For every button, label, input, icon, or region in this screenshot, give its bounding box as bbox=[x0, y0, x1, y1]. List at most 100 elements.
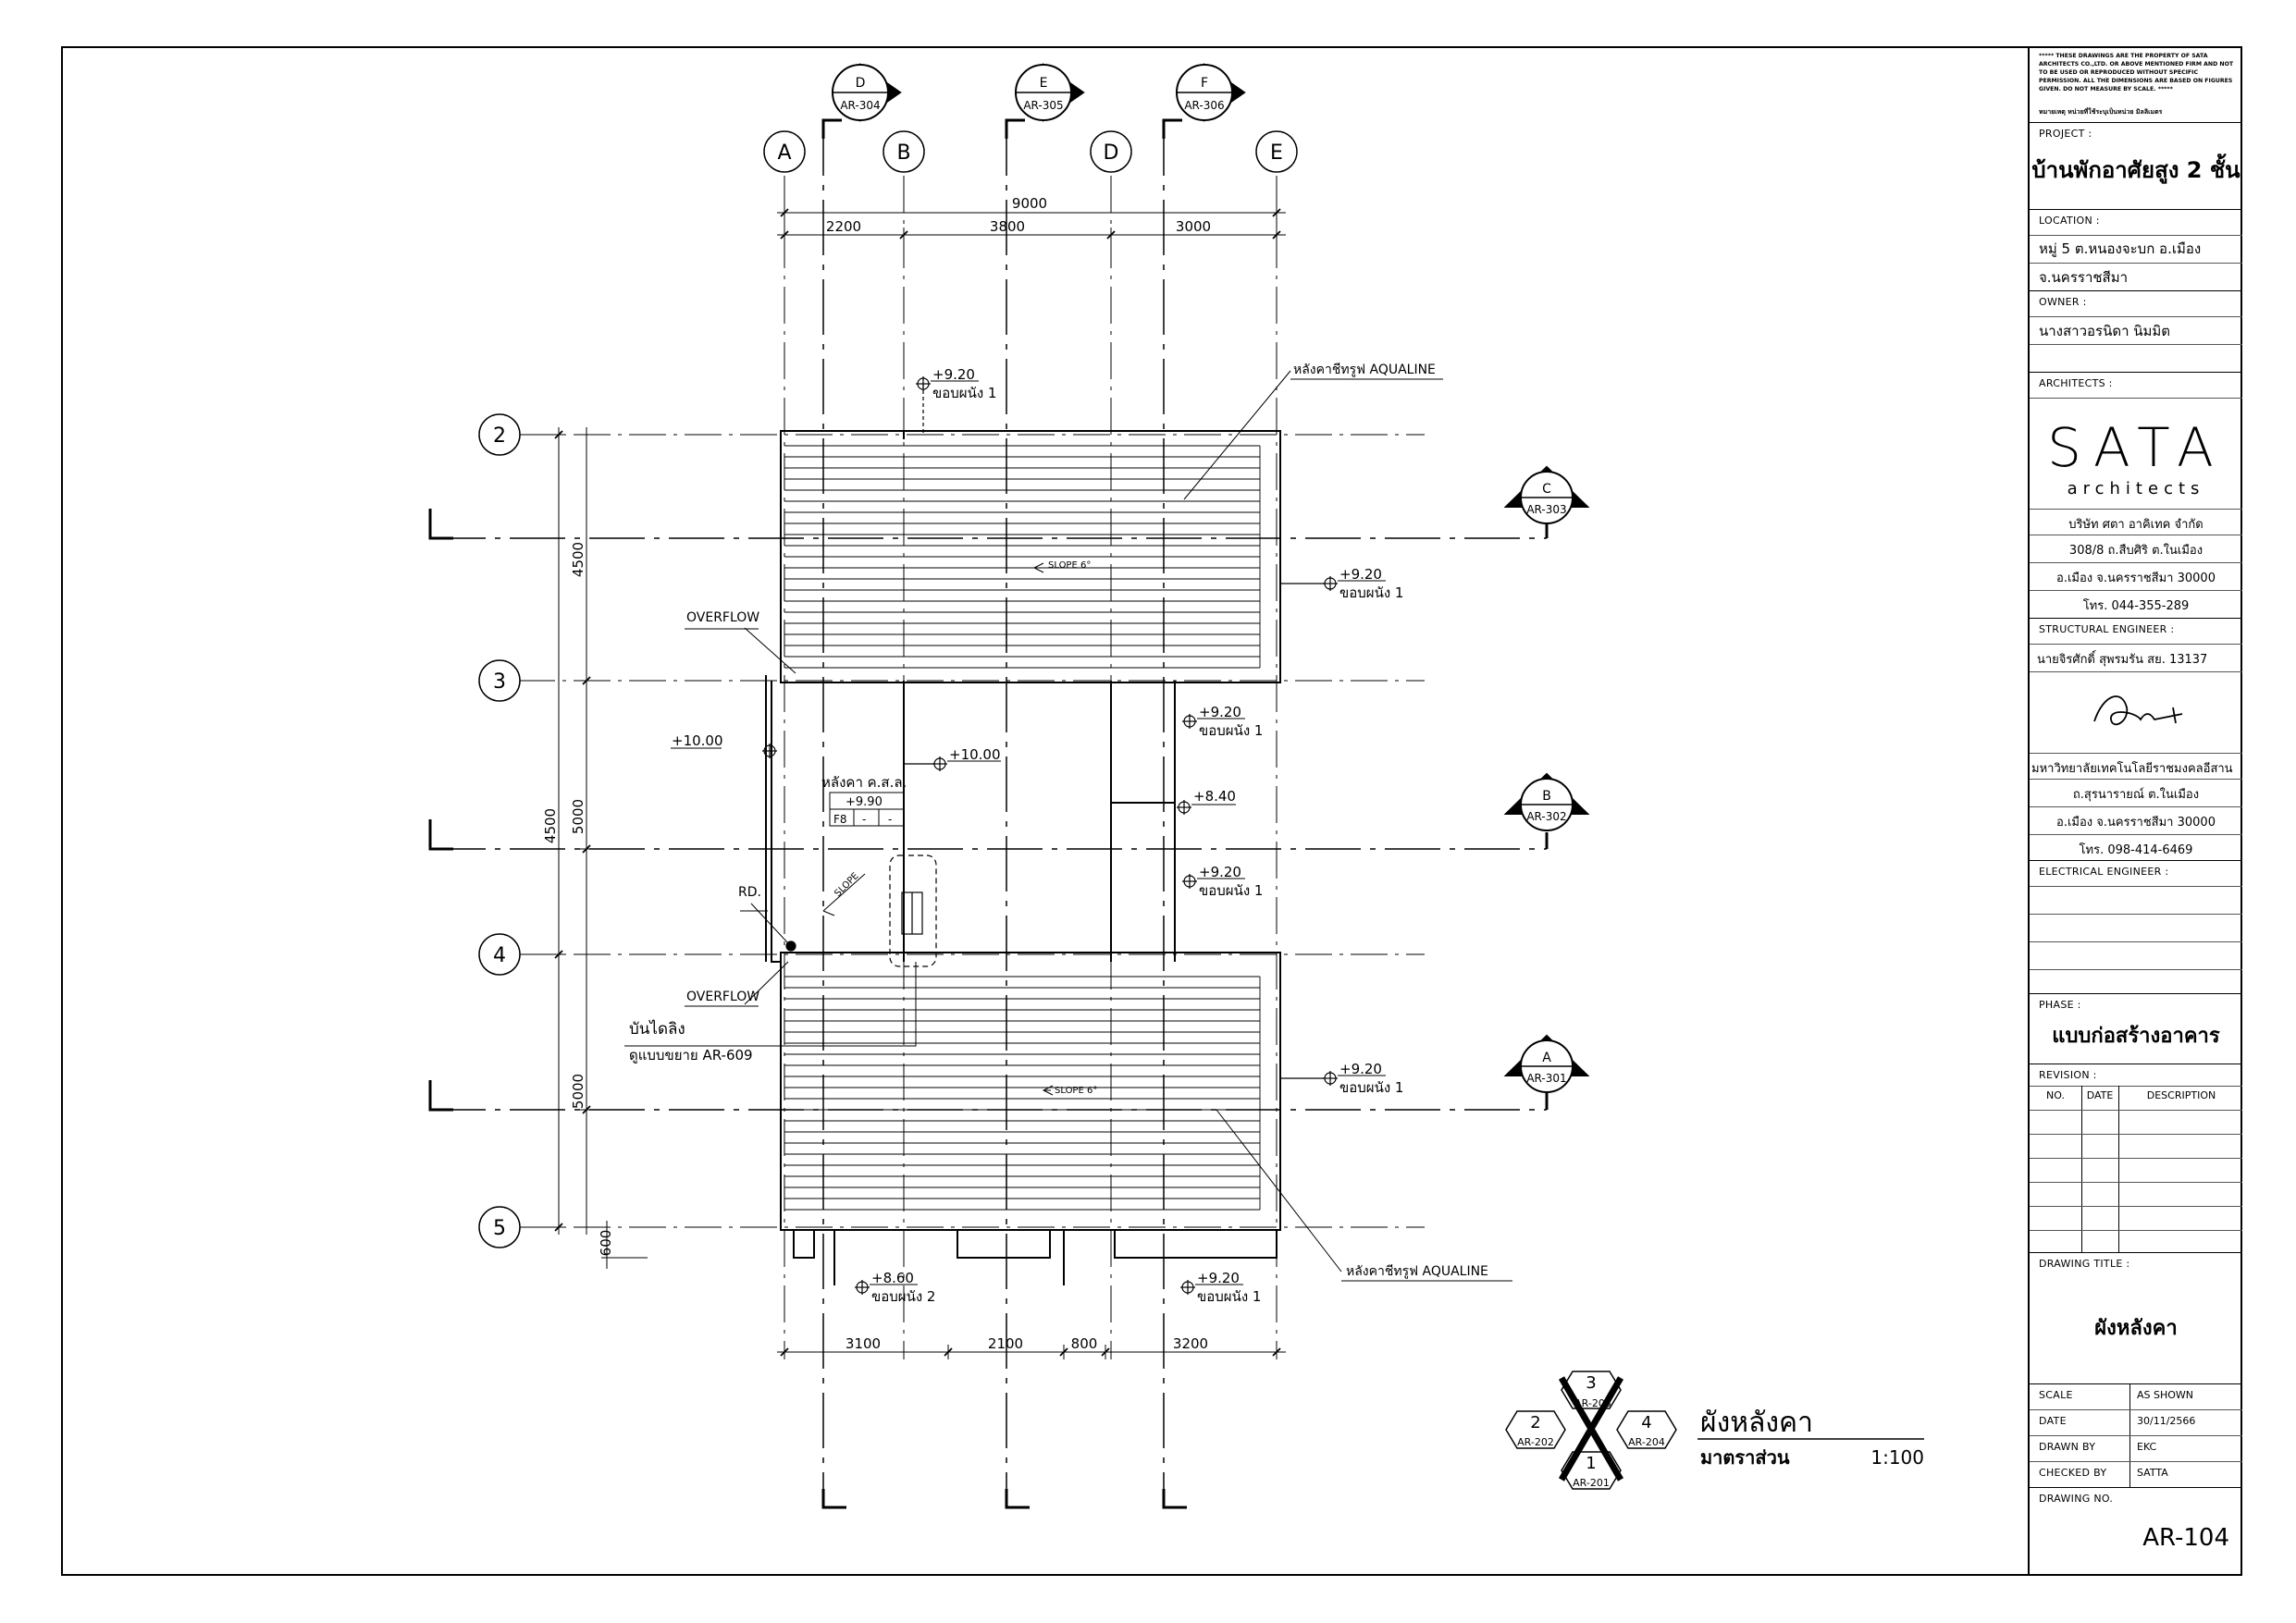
key-plan-4-ref: AR-204 bbox=[1628, 1436, 1665, 1448]
roof-sheet-lines-top bbox=[784, 445, 1261, 669]
grid-label-d: D bbox=[1104, 141, 1119, 165]
engineer-signature bbox=[2093, 695, 2183, 726]
location-label: LOCATION : bbox=[2039, 215, 2100, 227]
dim-left-outer-2: 4500 bbox=[542, 808, 559, 843]
scale-value: AS SHOWN bbox=[2137, 1389, 2194, 1401]
key-plan-2: 2 bbox=[1530, 1413, 1540, 1432]
wall-edge-a: ขอบผนัง 1 bbox=[932, 385, 996, 401]
section-right-a-ref: AR-301 bbox=[1526, 1072, 1566, 1085]
grid-label-3: 3 bbox=[493, 670, 506, 694]
grid-label-2: 2 bbox=[493, 424, 506, 448]
dim-bottom-4: 3200 bbox=[1173, 1335, 1208, 1352]
concrete-roof-tag bbox=[829, 792, 905, 827]
location-line-2: จ.นครราชสีมา bbox=[2039, 269, 2129, 286]
owner-name: นางสาวอรนิดา นิมมิต bbox=[2039, 323, 2171, 339]
owner-label: OWNER : bbox=[2039, 296, 2087, 308]
tag-dash-1: - bbox=[862, 813, 866, 826]
section-mark-f bbox=[1176, 63, 1246, 122]
revision-date-header: DATE bbox=[2086, 1089, 2114, 1101]
section-mark-c bbox=[1503, 465, 1590, 524]
sata-logo-sub: architects bbox=[2067, 479, 2205, 498]
section-cut-ends bbox=[428, 118, 1549, 1509]
wall-edge-2: ขอบผนัง 2 bbox=[871, 1288, 935, 1305]
section-right-b-letter: B bbox=[1542, 789, 1551, 804]
slope-arrows bbox=[822, 562, 1054, 1096]
checked-by-value: SATTA bbox=[2137, 1467, 2168, 1479]
dim-bottom-3: 800 bbox=[1071, 1335, 1098, 1352]
section-top-d-letter: D bbox=[856, 76, 866, 91]
level-920-a: +9.20 bbox=[932, 366, 975, 383]
section-mark-a bbox=[1503, 1034, 1590, 1093]
arch-address-1: 308/8 ถ.สืบศิริ ต.ในเมือง bbox=[2068, 544, 2203, 558]
level-920-f: +9.20 bbox=[1197, 1270, 1240, 1286]
section-mark-b bbox=[1503, 772, 1590, 831]
roof-sheet-lines-bottom bbox=[784, 976, 1261, 1211]
key-plan-2-ref: AR-202 bbox=[1517, 1436, 1554, 1448]
section-top-e-ref: AR-305 bbox=[1023, 99, 1063, 112]
section-top-f-letter: F bbox=[1201, 76, 1208, 91]
section-right-a-letter: A bbox=[1542, 1051, 1551, 1065]
tag-f8: F8 bbox=[833, 813, 847, 826]
level-markers bbox=[762, 376, 1338, 1295]
project-name: บ้านพักอาศัยสูง 2 ชั้น bbox=[2031, 157, 2240, 183]
structural-label: STRUCTURAL ENGINEER : bbox=[2039, 623, 2175, 635]
level-1000-b: +10.00 bbox=[949, 746, 1001, 763]
grid-bubbles bbox=[478, 130, 1298, 1248]
grid-label-b: B bbox=[896, 141, 910, 165]
section-right-c-ref: AR-303 bbox=[1526, 503, 1566, 516]
drawing-caption-title: ผังหลังคา bbox=[1700, 1407, 1813, 1439]
arch-phone: โทร. 044-355-289 bbox=[2082, 599, 2190, 613]
key-plan bbox=[1505, 1371, 1677, 1490]
roof-outline bbox=[765, 430, 1281, 1285]
struct-address-1: ถ.สุรนารายณ์ ต.ในเมือง bbox=[2072, 788, 2200, 802]
arch-company: บริษัท ศตา อาคิเทค จำกัด bbox=[2068, 518, 2203, 532]
drawn-by-label: DRAWN BY bbox=[2039, 1441, 2096, 1453]
drawing-no-label: DRAWING NO. bbox=[2039, 1493, 2114, 1505]
section-top-e-letter: E bbox=[1040, 76, 1048, 91]
drawing-title-label: DRAWING TITLE : bbox=[2039, 1258, 2130, 1270]
section-right-c-letter: C bbox=[1542, 482, 1551, 497]
slope-label-top: SLOPE 6° bbox=[1048, 560, 1091, 571]
section-top-f-ref: AR-306 bbox=[1184, 99, 1224, 112]
structural-name: นายจิรศักดิ์ สุพรมรัน สย. 13137 bbox=[2037, 653, 2208, 667]
dim-left-outer-1: 4500 bbox=[570, 542, 586, 577]
dim-left-inner-2: 5000 bbox=[570, 1074, 586, 1109]
drawing-caption-scale-value: 1:100 bbox=[1870, 1446, 1924, 1469]
wall-edge-c: ขอบผนัง 1 bbox=[1199, 722, 1263, 739]
dim-overall-top: 9000 bbox=[1012, 195, 1047, 212]
key-plan-4: 4 bbox=[1641, 1413, 1651, 1432]
wall-edge-f: ขอบผนัง 1 bbox=[1197, 1288, 1261, 1305]
scale-label: SCALE bbox=[2039, 1389, 2073, 1401]
drawing-title-value: ผังหลังคา bbox=[2094, 1317, 2178, 1340]
grid-label-4: 4 bbox=[493, 944, 506, 967]
tag-dash-2: - bbox=[888, 813, 892, 826]
section-top-d-ref: AR-304 bbox=[840, 99, 880, 112]
sheet-border bbox=[61, 46, 2242, 1576]
grid-label-e: E bbox=[1270, 141, 1283, 165]
drawing-no-value: AR-104 bbox=[2142, 1524, 2229, 1552]
note-ladder: บันไดลิง bbox=[629, 1019, 685, 1039]
note-overflow-bottom: OVERFLOW bbox=[686, 990, 759, 1004]
level-840: +8.40 bbox=[1193, 788, 1236, 805]
arch-address-2: อ.เมือง จ.นครราชสีมา 30000 bbox=[2056, 572, 2216, 585]
level-860: +8.60 bbox=[871, 1270, 914, 1286]
electrical-label: ELECTRICAL ENGINEER : bbox=[2039, 866, 2169, 878]
key-plan-1-ref: AR-201 bbox=[1573, 1477, 1610, 1489]
dimension-ticks bbox=[554, 208, 1281, 1357]
project-label: PROJECT : bbox=[2039, 128, 2092, 140]
concrete-roof-label: หลังคา ค.ส.ล. bbox=[821, 774, 907, 791]
section-mark-e bbox=[1015, 63, 1085, 122]
grid-label-a: A bbox=[777, 141, 791, 165]
key-plan-1: 1 bbox=[1586, 1454, 1596, 1473]
roof-hatch bbox=[889, 855, 937, 967]
dim-left-small: 600 bbox=[598, 1230, 614, 1257]
checked-by-label: CHECKED BY bbox=[2039, 1467, 2107, 1479]
wall-edge-d: ขอบผนัง 1 bbox=[1199, 882, 1263, 899]
grid-lines bbox=[518, 176, 1425, 1359]
level-920-d: +9.20 bbox=[1199, 864, 1241, 880]
date-value: 30/11/2566 bbox=[2137, 1415, 2196, 1427]
architects-label: ARCHITECTS : bbox=[2039, 377, 2113, 389]
revision-no-header: NO. bbox=[2046, 1089, 2065, 1101]
grid-label-5: 5 bbox=[493, 1217, 506, 1240]
roof-plan-drawing: D AR-304 E AR-305 F AR-306 C AR-303 B AR… bbox=[428, 63, 1924, 1509]
